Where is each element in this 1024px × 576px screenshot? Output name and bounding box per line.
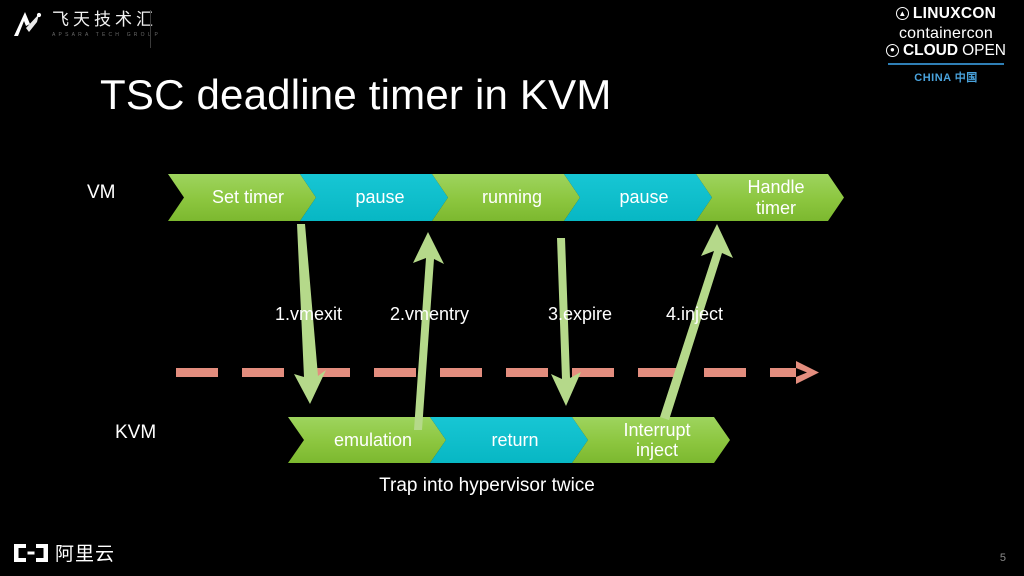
step-arrow-vmentry [398,232,450,430]
footer-brand-name: 阿里云 [55,543,116,565]
step-arrow-inject [655,224,737,420]
conference-line3-bold: CLOUD [902,41,959,59]
step-label-1: 1.vmexit [275,304,343,324]
brand-left-name: 飞天技术汇 [52,10,157,30]
stage-label: return [491,429,539,450]
vm-stage-pause: pause [564,174,712,221]
stage-label: pause [355,187,405,208]
conference-line2: containercon [898,24,994,42]
row-label-kvm: KVM [115,422,157,443]
hypervisor-boundary-arrow-icon [793,356,827,390]
brand-left-subtitle: APSARA TECH GROUP [52,32,162,38]
stage-label: running [481,187,543,208]
brand-logo-left: 飞天技术汇 APSARA TECH GROUP [10,8,162,48]
diagram-caption-text: Trap into hypervisor twice [379,475,595,496]
stage-label: pause [619,187,669,208]
conference-underline [888,63,1004,65]
diagram-caption: Trap into hypervisor twice [0,475,1024,497]
vm-stage-running: running [432,174,580,221]
vm-stage-set-timer: Set timer [168,174,316,221]
vm-stage-pause: pause [300,174,448,221]
step-label-4: 4.inject [666,304,724,324]
step-label-3: 3.expire [548,304,613,324]
row-label-vm: VM [87,182,116,203]
cloud-circle-icon: ● [885,43,899,57]
footer-logo: 阿里云 [14,539,115,566]
step-label-2: 2.vmentry [390,304,470,324]
apsara-arrow-logo-icon [10,8,44,42]
conference-region-cn: 中国 [954,71,978,84]
stage-label: emulation [333,429,413,450]
stage-label: Set timer [211,187,285,208]
linux-penguin-circle-icon: ▲ [895,7,909,21]
conference-line3-light: OPEN [962,41,1007,59]
page-number: 5 [999,552,1006,564]
aliyun-bracket-logo-icon [14,542,48,564]
step-arrow-expire [545,238,589,406]
brand-divider [150,10,151,48]
conference-region: CHINA [914,72,952,84]
hypervisor-boundary-line [176,368,796,377]
page-title: TSC deadline timer in KVM [100,71,612,118]
conference-line1: LINUXCON [912,5,997,22]
kvm-stage-return: return [430,417,588,463]
step-arrow-vmexit [285,224,335,404]
